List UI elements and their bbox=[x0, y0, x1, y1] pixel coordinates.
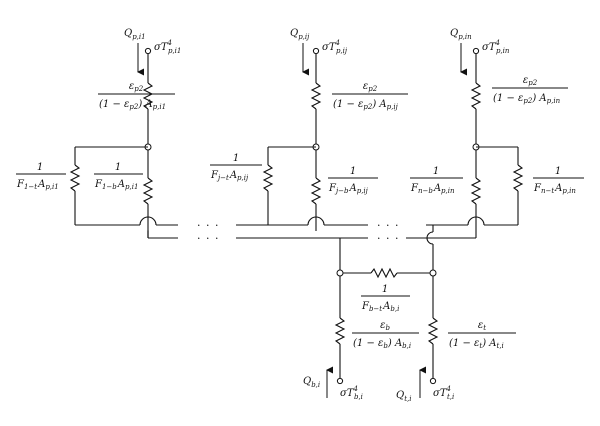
fraction-surface-p-in: εp2 (1 − εp2) Ap,in bbox=[492, 75, 568, 105]
branch-p-in bbox=[406, 43, 524, 239]
terminal-node-b-i bbox=[336, 377, 344, 385]
fraction-f-j-t: 1 Fj−tAp,ij bbox=[210, 153, 262, 182]
svg-text:1: 1 bbox=[115, 162, 121, 173]
label-q-t-i: Qt,i bbox=[396, 390, 411, 403]
terminal-node-p-i1 bbox=[144, 47, 152, 55]
branch-p-i1 bbox=[69, 43, 178, 239]
fraction-f-1-b: 1 F1−bAp,i1 bbox=[94, 162, 143, 191]
fraction-surface-p-ij: εp2 (1 − εp2) Ap,ij bbox=[332, 81, 408, 111]
svg-text:1: 1 bbox=[350, 166, 356, 177]
resistor-surface-t-i bbox=[427, 317, 439, 345]
fraction-f-b-t: 1 Fb−tAb,i bbox=[361, 284, 410, 313]
svg-text:Fn−tAp,in: Fn−tAp,in bbox=[533, 183, 576, 195]
svg-text:1: 1 bbox=[433, 166, 439, 177]
svg-text:1: 1 bbox=[382, 284, 388, 295]
svg-text:Fn−bAp,in: Fn−bAp,in bbox=[410, 183, 455, 195]
ellipsis-left-top: · · · bbox=[197, 219, 219, 232]
fraction-f-n-b: 1 Fn−bAp,in bbox=[410, 166, 463, 195]
fraction-f-j-b: 1 Fj−bAp,ij bbox=[328, 166, 378, 195]
svg-text:(1 − εt) At,i: (1 − εt) At,i bbox=[449, 338, 504, 350]
label-q-p-ij: Qp,ij bbox=[290, 28, 310, 41]
svg-text:F1−tAp,i1: F1−tAp,i1 bbox=[16, 179, 59, 191]
fraction-f-1-t: 1 F1−tAp,i1 bbox=[16, 162, 66, 191]
resistor-surface-p-ij bbox=[310, 82, 322, 110]
node-t-i bbox=[429, 269, 437, 277]
resistor-surface-p-i1 bbox=[142, 82, 154, 110]
resistor-j-b-p-ij bbox=[310, 177, 322, 205]
terminal-node-p-ij bbox=[312, 47, 320, 55]
fraction-surface-b-i: εb (1 − εb) Ab,i bbox=[352, 320, 419, 350]
resistor-b-t bbox=[370, 267, 398, 279]
node-b-i bbox=[336, 269, 344, 277]
svg-text:(1 − εb) Ab,i: (1 − εb) Ab,i bbox=[353, 338, 411, 350]
ellipsis-left-bottom: · · · bbox=[197, 232, 219, 245]
ellipsis-right-top: · · · bbox=[377, 219, 399, 232]
resistor-surface-b-i bbox=[334, 317, 346, 345]
terminal-node-p-in bbox=[472, 47, 480, 55]
svg-text:F1−bAp,i1: F1−bAp,i1 bbox=[94, 179, 138, 191]
fraction-f-n-t: 1 Fn−tAp,in bbox=[533, 166, 584, 195]
ellipsis-right-bottom: · · · bbox=[377, 232, 399, 245]
resistor-n-t-p-in bbox=[512, 164, 524, 192]
terminal-node-t-i bbox=[429, 377, 437, 385]
svg-text:(1 − εp2) Ap,in: (1 − εp2) Ap,in bbox=[493, 93, 561, 105]
label-q-b-i: Qb,i bbox=[303, 376, 320, 389]
svg-text:(1 − εp2) Ap,ij: (1 − εp2) Ap,ij bbox=[333, 99, 399, 111]
svg-text:εp2: εp2 bbox=[363, 81, 378, 93]
svg-text:1: 1 bbox=[555, 166, 561, 177]
svg-text:Fb−tAb,i: Fb−tAb,i bbox=[361, 301, 399, 313]
svg-text:εp2: εp2 bbox=[523, 75, 538, 87]
resistor-j-t-p-ij bbox=[262, 164, 274, 192]
branch-p-ij bbox=[236, 43, 368, 239]
svg-text:(1 − εp2) Ap,i1: (1 − εp2) Ap,i1 bbox=[99, 99, 166, 111]
resistor-surface-p-in bbox=[470, 82, 482, 110]
svg-text:Fj−bAp,ij: Fj−bAp,ij bbox=[328, 183, 369, 195]
resistor-1-b-p-i1 bbox=[142, 177, 154, 205]
fraction-surface-p-i1: εp2 (1 − εp2) Ap,i1 bbox=[98, 81, 175, 111]
label-q-p-in: Qp,in bbox=[450, 28, 472, 41]
label-q-p-i1: Qp,i1 bbox=[124, 28, 146, 41]
fraction-surface-t-i: εt (1 − εt) At,i bbox=[448, 320, 516, 350]
svg-text:1: 1 bbox=[233, 153, 239, 164]
bottom-network bbox=[326, 225, 439, 398]
svg-text:εb: εb bbox=[380, 320, 390, 332]
svg-text:εt: εt bbox=[478, 320, 486, 332]
svg-text:Fj−tAp,ij: Fj−tAp,ij bbox=[210, 170, 249, 182]
resistor-n-b-p-in bbox=[470, 177, 482, 205]
svg-text:1: 1 bbox=[37, 162, 43, 173]
resistor-1-t-p-i1 bbox=[69, 164, 81, 192]
svg-text:εp2: εp2 bbox=[129, 81, 144, 93]
